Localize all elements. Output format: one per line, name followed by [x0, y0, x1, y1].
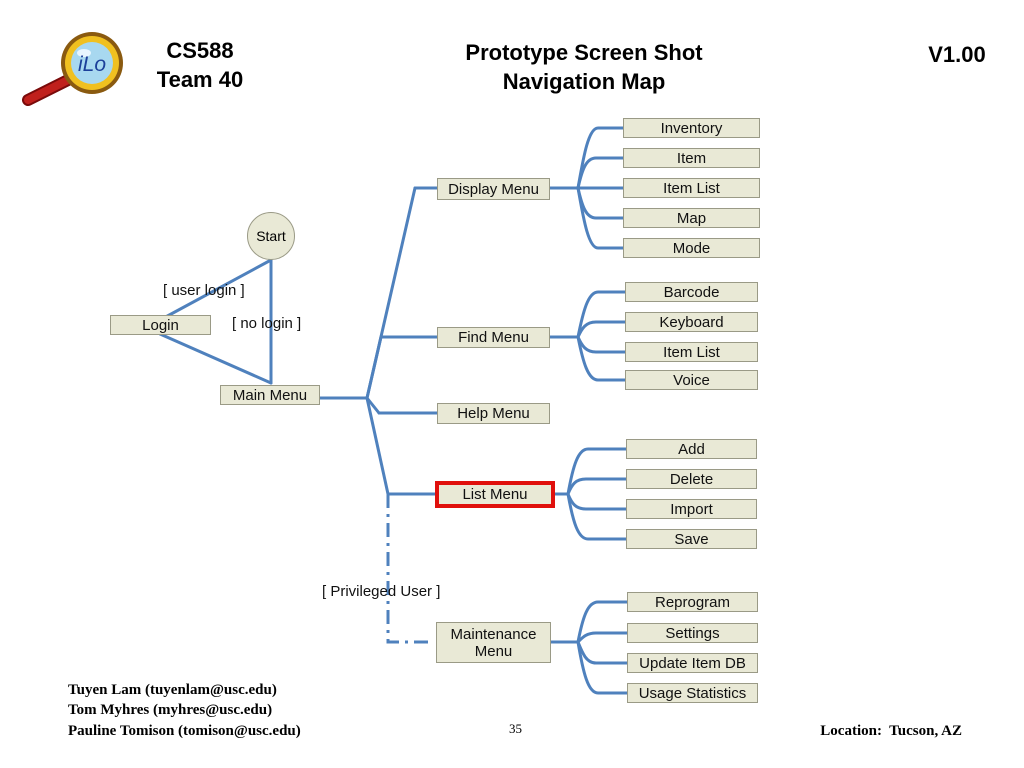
list-item-delete[interactable]: Delete	[626, 469, 757, 489]
maintenance-item-update-item-db[interactable]: Update Item DB	[627, 653, 758, 673]
login-node[interactable]: Login	[110, 315, 211, 335]
no-login-label: [ no login ]	[232, 315, 302, 332]
list-menu-node[interactable]: List Menu	[435, 481, 555, 508]
find-item-keyboard[interactable]: Keyboard	[625, 312, 758, 332]
edge-privileged-dashed	[386, 494, 432, 644]
find-item-voice[interactable]: Voice	[625, 370, 758, 390]
edge-to-list	[365, 396, 390, 496]
display-item-inventory[interactable]: Inventory	[623, 118, 760, 138]
edge-login-main	[158, 332, 273, 385]
location-label: Location: Tucson, AZ	[820, 723, 962, 739]
page-number: 35	[509, 721, 522, 736]
maintenance-item-reprogram[interactable]: Reprogram	[627, 592, 758, 612]
display-item-item-list[interactable]: Item List	[623, 178, 760, 198]
ilo-logo: iLo	[22, 32, 123, 106]
display-item-mode[interactable]: Mode	[623, 238, 760, 258]
find-item-item-list[interactable]: Item List	[625, 342, 758, 362]
course-header: CS588 Team 40	[140, 36, 260, 94]
privileged-user-label: [ Privileged User ]	[322, 583, 441, 600]
maintenance-menu-node[interactable]: Maintenance Menu	[436, 622, 551, 663]
display-item-item[interactable]: Item	[623, 148, 760, 168]
edge-to-find	[365, 335, 383, 400]
slide-title: Prototype Screen Shot Navigation Map	[404, 38, 764, 96]
author-1: Tuyen Lam (tuyenlam@usc.edu)	[68, 682, 277, 698]
display-item-map[interactable]: Map	[623, 208, 760, 228]
edge-start-login	[158, 258, 273, 322]
display-menu-node[interactable]: Display Menu	[437, 178, 550, 200]
author-3: Pauline Tomison (tomison@usc.edu)	[68, 723, 301, 739]
maintenance-item-settings[interactable]: Settings	[627, 623, 758, 643]
course-code: CS588	[166, 38, 234, 63]
team-name: Team 40	[156, 67, 244, 92]
list-item-save[interactable]: Save	[626, 529, 757, 549]
user-login-label: [ user login ]	[163, 282, 245, 299]
help-menu-node[interactable]: Help Menu	[437, 403, 550, 424]
title-line-2: Navigation Map	[502, 69, 666, 94]
maintenance-item-usage-statistics[interactable]: Usage Statistics	[627, 683, 758, 703]
list-item-import[interactable]: Import	[626, 499, 757, 519]
find-menu-node[interactable]: Find Menu	[437, 327, 550, 348]
find-item-barcode[interactable]: Barcode	[625, 282, 758, 302]
list-item-add[interactable]: Add	[626, 439, 757, 459]
start-node: Start	[247, 212, 295, 260]
author-2: Tom Myhres (myhres@usc.edu)	[68, 702, 273, 718]
logo-text: iLo	[78, 53, 106, 76]
title-line-1: Prototype Screen Shot	[465, 40, 703, 65]
version-label: V1.00	[928, 42, 986, 67]
main-menu-node[interactable]: Main Menu	[220, 385, 320, 405]
